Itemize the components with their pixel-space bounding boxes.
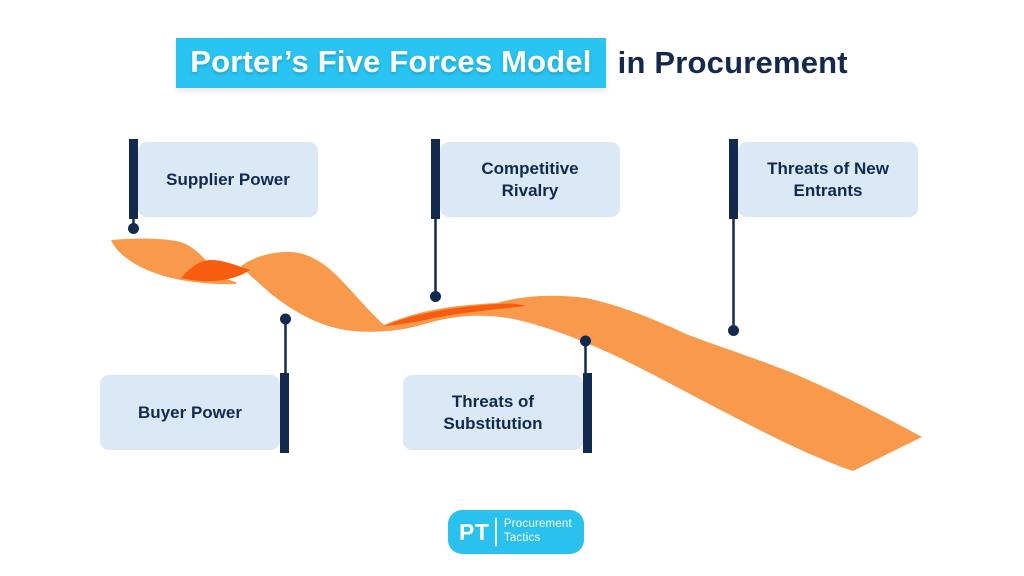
connector-dot-buyer — [280, 313, 291, 325]
logo-abbr: PT — [459, 518, 490, 545]
logo-name: Procurement Tactics — [504, 518, 572, 546]
force-label: Buyer Power — [138, 402, 242, 422]
title-rest-text: in Procurement — [617, 45, 848, 80]
connector-dot-substitution — [580, 335, 591, 347]
flag-bar — [583, 373, 592, 453]
logo-name-line2: Tactics — [503, 532, 541, 544]
flag-bar — [280, 373, 289, 453]
page-title: Porter’s Five Forces Model in Procuremen… — [0, 38, 1024, 88]
force-box-supplier-power: Supplier Power — [129, 139, 318, 219]
flag-bar — [129, 139, 138, 219]
flag-bar — [729, 139, 738, 219]
connector-dot-competitive — [430, 291, 441, 302]
title-highlighted-text: Porter’s Five Forces Model — [176, 38, 606, 88]
force-box-threats-of-substitution: Threats of Substitution — [403, 373, 592, 453]
ribbon-body — [241, 252, 922, 471]
force-box-buyer-power: Buyer Power — [100, 373, 289, 453]
procurement-tactics-logo: PT Procurement Tactics — [448, 510, 584, 554]
force-box-threats-of-new-entrants: Threats of New Entrants — [729, 139, 918, 219]
flag-bar — [431, 139, 440, 219]
force-label: Competitive Rivalry — [481, 159, 579, 200]
force-box-competitive-rivalry: Competitive Rivalry — [431, 139, 620, 219]
connector-dot-newentrants — [728, 325, 739, 336]
logo-name-line1: Procurement — [503, 518, 572, 531]
ribbon-fold-middle — [384, 303, 526, 326]
ribbon-fold-left — [181, 260, 250, 282]
connector-dot-supplier — [128, 223, 139, 234]
force-label: Supplier Power — [166, 169, 290, 189]
logo-divider — [495, 518, 497, 546]
force-label: Threats of Substitution — [443, 392, 543, 433]
force-label: Threats of New Entrants — [767, 159, 889, 200]
